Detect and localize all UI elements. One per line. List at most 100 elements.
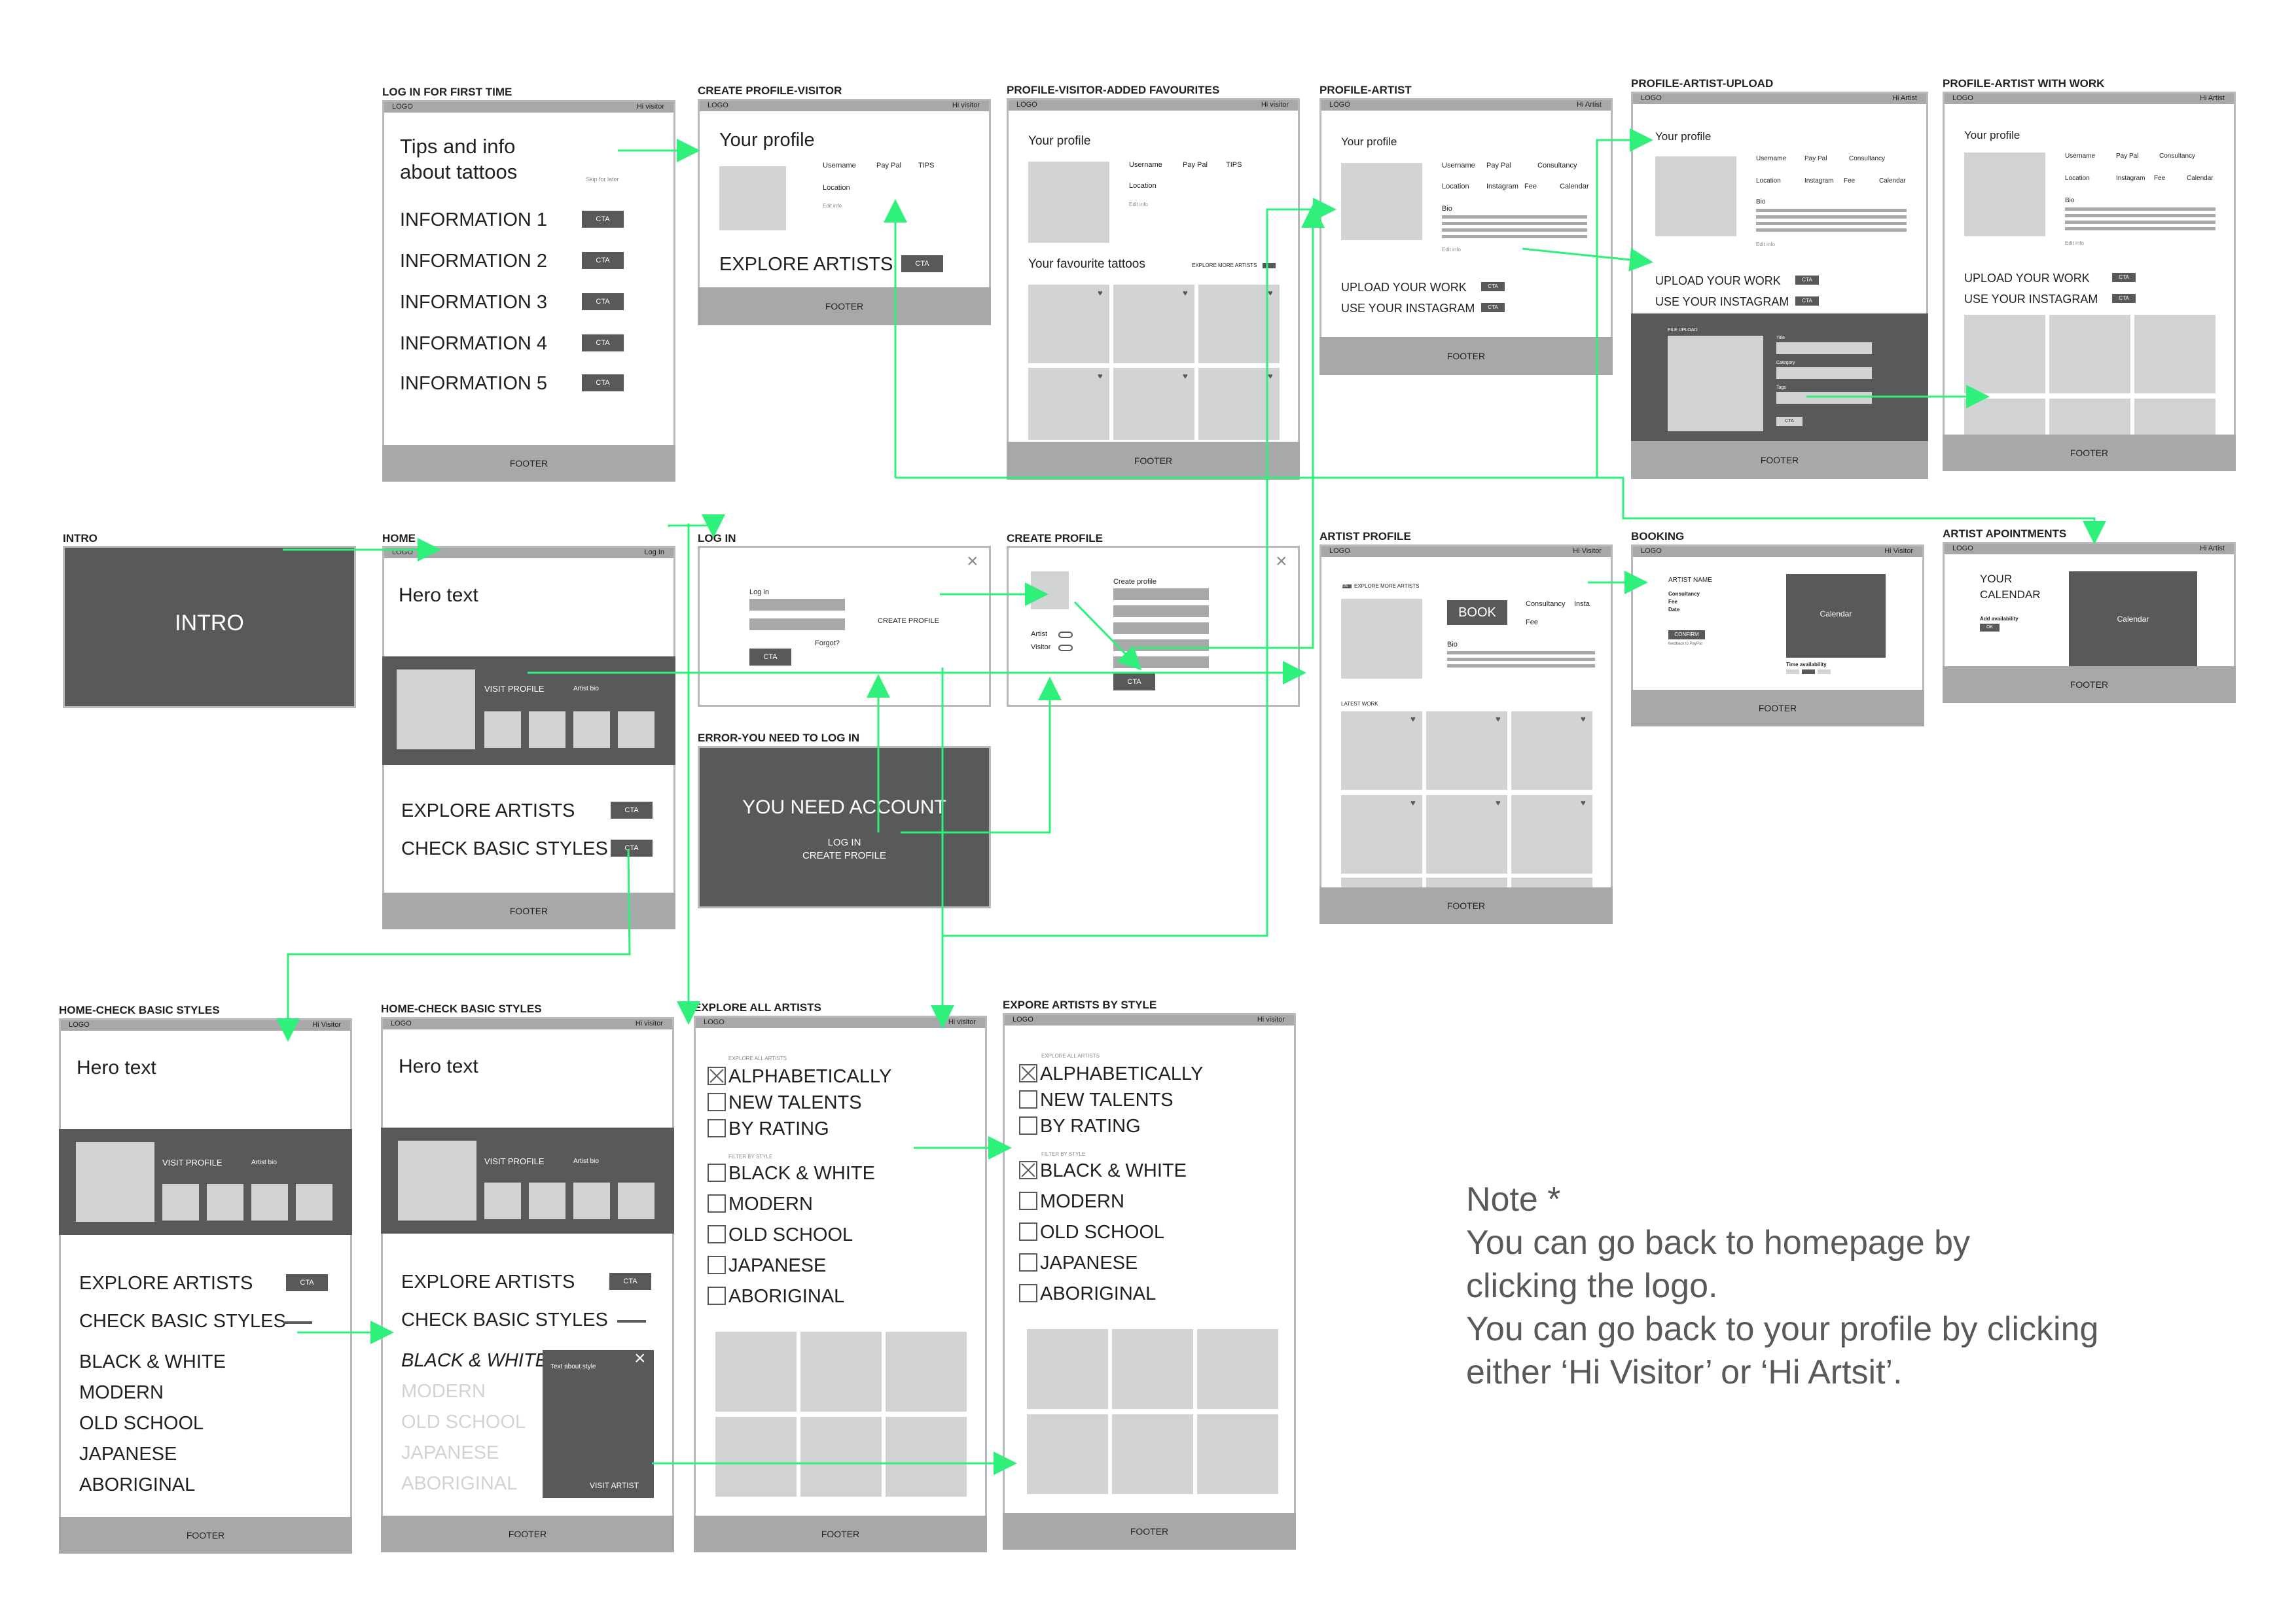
time-slot[interactable] [1802, 669, 1815, 674]
collapse-icon[interactable] [283, 1321, 312, 1324]
avatar-placeholder[interactable] [1028, 162, 1109, 243]
style-item[interactable]: ABORIGINAL [79, 1474, 196, 1495]
logo[interactable]: LOGO [708, 101, 728, 109]
cta-button[interactable]: CTA [582, 211, 624, 228]
style-item[interactable]: JAPANESE [401, 1442, 499, 1463]
logo[interactable]: LOGO [1016, 101, 1037, 109]
artist-tile[interactable] [886, 1417, 967, 1497]
avatar-placeholder[interactable] [719, 166, 786, 230]
hi-visitor-link[interactable]: Hi visitor [948, 1018, 976, 1026]
hi-visitor-link[interactable]: Hi visitor [635, 1020, 663, 1027]
password-field[interactable] [749, 618, 845, 630]
edit-info-link[interactable]: Edit info [1442, 247, 1461, 253]
collapse-icon[interactable] [617, 1320, 646, 1323]
cta-button[interactable]: CTA [582, 252, 624, 269]
hi-artist-link[interactable]: Hi Artist [1892, 94, 1917, 102]
style-filter[interactable]: MODERN [1019, 1191, 1124, 1213]
hi-artist-link[interactable]: Hi Artist [2200, 94, 2225, 102]
checkbox-icon[interactable] [1019, 1192, 1037, 1210]
hi-artist-link[interactable]: Hi Artist [1577, 101, 1602, 109]
checkbox-icon[interactable] [708, 1093, 726, 1111]
artist-tile[interactable] [886, 1332, 967, 1412]
input-field[interactable] [1113, 588, 1209, 600]
fav-tag[interactable]: FAV [1342, 584, 1352, 588]
cta-button[interactable]: CTA [611, 802, 653, 819]
hi-visitor-link[interactable]: Hi Visitor [312, 1021, 341, 1029]
hi-artist-link[interactable]: Hi Artist [2200, 544, 2225, 552]
explore-more-link[interactable]: EXPLORE MORE ARTISTS [1192, 262, 1257, 268]
heart-icon[interactable]: ♥ [1268, 371, 1273, 381]
style-item[interactable]: ABORIGINAL [401, 1473, 518, 1494]
file-upload-dropzone[interactable] [1668, 336, 1763, 431]
work-thumb[interactable] [618, 711, 655, 748]
sort-option[interactable]: ALPHABETICALLY [708, 1066, 891, 1088]
work-tile[interactable] [1964, 315, 2045, 393]
book-button[interactable]: BOOK [1447, 600, 1507, 625]
logo[interactable]: LOGO [392, 103, 413, 111]
work-thumb[interactable] [529, 1183, 565, 1219]
style-item[interactable]: OLD SCHOOL [79, 1413, 204, 1434]
heart-icon[interactable]: ♥ [1098, 288, 1103, 298]
artist-tile[interactable] [1197, 1329, 1278, 1409]
work-tile[interactable] [2134, 399, 2215, 438]
work-tile[interactable] [2049, 315, 2130, 393]
checkbox-icon[interactable] [1019, 1064, 1037, 1082]
close-icon[interactable]: × [634, 1347, 646, 1369]
visit-profile-link[interactable]: VISIT PROFILE [484, 1156, 545, 1166]
visitor-toggle[interactable] [1058, 645, 1073, 651]
avatar-placeholder[interactable] [1341, 163, 1422, 240]
create-profile-link[interactable]: CREATE PROFILE [802, 850, 887, 861]
avatar-placeholder[interactable] [1655, 156, 1736, 236]
work-tile[interactable] [1426, 711, 1507, 790]
style-item[interactable]: JAPANESE [79, 1444, 177, 1465]
artist-avatar[interactable] [397, 669, 475, 749]
heart-icon[interactable]: ♥ [1268, 288, 1273, 298]
calendar-widget[interactable]: Calendar [1786, 574, 1886, 658]
skip-link[interactable]: Skip for later [586, 176, 619, 183]
checkbox-icon[interactable] [708, 1256, 726, 1274]
style-filter[interactable]: ABORIGINAL [1019, 1283, 1156, 1305]
close-icon[interactable]: × [967, 550, 978, 572]
heart-icon[interactable]: ♥ [1496, 798, 1501, 808]
visit-profile-link[interactable]: VISIT PROFILE [162, 1158, 223, 1168]
explore-more-link[interactable]: EXPLORE MORE ARTISTS [1354, 583, 1420, 589]
category-field[interactable] [1776, 367, 1872, 379]
style-filter[interactable]: BLACK & WHITE [708, 1163, 875, 1185]
work-thumb[interactable] [529, 711, 565, 748]
time-slot[interactable] [1786, 669, 1799, 674]
work-tile[interactable] [1341, 795, 1422, 874]
artist-tile[interactable] [1112, 1414, 1193, 1494]
login-link[interactable]: Log In [644, 548, 664, 556]
tattoo-tile[interactable] [1113, 368, 1194, 440]
logo[interactable]: LOGO [69, 1021, 90, 1029]
cta-button[interactable]: CTA [901, 255, 943, 272]
logo[interactable]: LOGO [1013, 1016, 1033, 1024]
artist-tile[interactable] [715, 1417, 797, 1497]
checkbox-icon[interactable] [708, 1287, 726, 1305]
time-slot[interactable] [1818, 669, 1831, 674]
heart-icon[interactable]: ♥ [1496, 714, 1501, 724]
hi-visitor-link[interactable]: Hi visitor [1257, 1016, 1285, 1024]
tattoo-tile[interactable] [1028, 285, 1109, 363]
tattoo-tile[interactable] [1198, 285, 1280, 363]
avatar-placeholder[interactable] [1964, 152, 2045, 236]
logo[interactable]: LOGO [704, 1018, 725, 1026]
style-filter[interactable]: OLD SCHOOL [708, 1224, 853, 1246]
sort-option[interactable]: BY RATING [1019, 1116, 1141, 1137]
hi-visitor-link[interactable]: Hi visitor [636, 103, 664, 111]
checkbox-icon[interactable] [1019, 1253, 1037, 1272]
sort-option[interactable]: NEW TALENTS [708, 1092, 862, 1114]
artist-tile[interactable] [800, 1332, 882, 1412]
style-item[interactable]: MODERN [79, 1382, 164, 1403]
style-item[interactable]: MODERN [401, 1381, 486, 1402]
explore-more-button[interactable] [1263, 263, 1276, 268]
logo[interactable]: LOGO [1329, 101, 1350, 109]
style-filter[interactable]: BLACK & WHITE [1019, 1160, 1187, 1182]
logo[interactable]: LOGO [391, 1020, 412, 1027]
confirm-button[interactable]: CONFIRM [1668, 630, 1705, 639]
artist-tile[interactable] [1112, 1329, 1193, 1409]
artist-tile[interactable] [715, 1332, 797, 1412]
edit-info-link[interactable]: Edit info [823, 203, 842, 209]
work-thumb[interactable] [484, 711, 521, 748]
work-tile[interactable] [2134, 315, 2215, 393]
